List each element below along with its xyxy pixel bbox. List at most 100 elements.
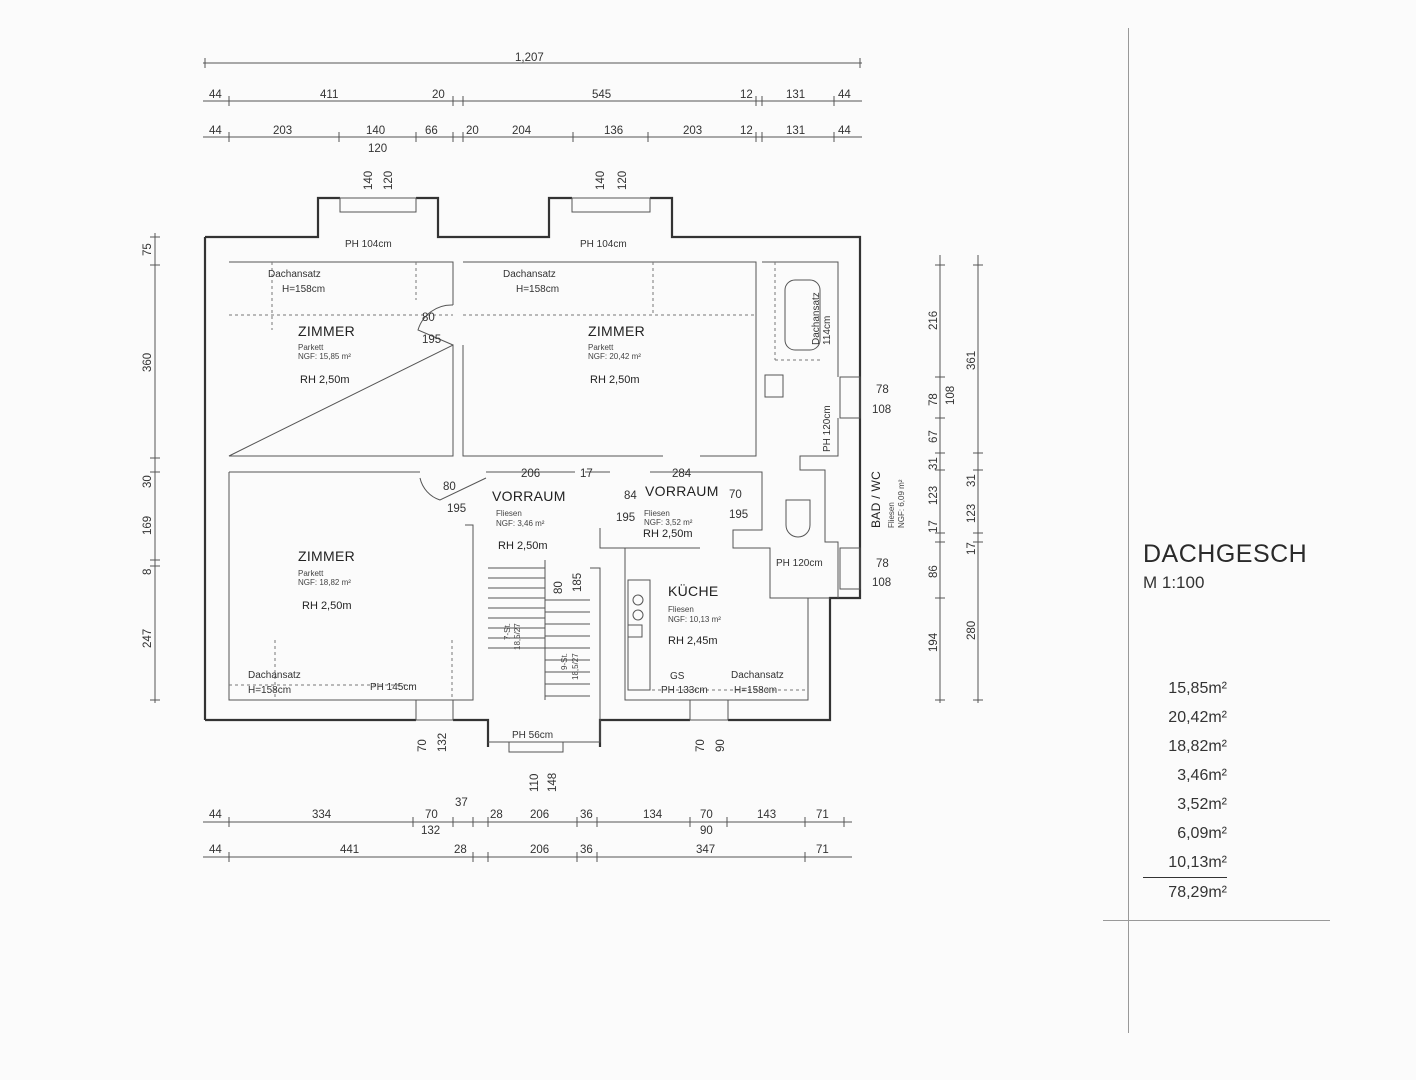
door-dim: 17 <box>580 468 593 480</box>
note-ph: PH 120cm <box>822 405 833 452</box>
dim-left: 30 <box>142 475 154 488</box>
room-area: NGF: 15,85 m² <box>298 352 351 361</box>
room-floor: Fliesen <box>644 509 670 518</box>
window-dim: 70 <box>417 739 429 752</box>
dim-top: 204 <box>512 125 532 137</box>
dim-bottom: 28 <box>454 844 467 856</box>
dim-right: 194 <box>928 632 940 652</box>
note-dachansatz: H=158cm <box>516 284 559 295</box>
room-name: VORRAUM <box>492 488 566 504</box>
dim-left: 169 <box>142 516 154 535</box>
door-dim: 70 <box>729 489 742 501</box>
note-dachansatz: Dachansatz <box>268 269 321 280</box>
door-dim: 80 <box>553 581 565 594</box>
note-ph: PH 133cm <box>661 685 708 696</box>
room-height: RH 2,50m <box>302 600 352 612</box>
window-dim: 148 <box>547 773 559 792</box>
room-floor: Fliesen <box>668 605 694 614</box>
area-item: 3,46m² <box>1177 767 1227 784</box>
note-ph: PH 120cm <box>776 558 823 569</box>
dim-bottom: 71 <box>816 844 829 856</box>
dim-bottom: 36 <box>580 844 593 856</box>
dim-top: 140 <box>366 125 385 137</box>
room-zimmer-1: ZIMMER Parkett NGF: 15,85 m² RH 2,50m <box>298 323 355 386</box>
dim-window-top: 120 <box>383 171 395 190</box>
door-dim: 195 <box>616 512 635 524</box>
room-height: RH 2,45m <box>668 635 718 647</box>
dim-bottom: 36 <box>580 809 593 821</box>
dim-right: 361 <box>966 351 978 370</box>
dim-right: 216 <box>928 311 940 330</box>
window-dim: 78 <box>876 384 889 396</box>
window-dim: 108 <box>872 577 891 589</box>
dim-right: 280 <box>966 621 978 640</box>
room-height: RH 2,50m <box>300 374 350 386</box>
room-vorraum-2: VORRAUM Fliesen NGF: 3,52 m² RH 2,50m <box>643 483 718 540</box>
dim-top: 203 <box>273 125 292 137</box>
dim-top: 12 <box>740 125 753 137</box>
door-dim: 206 <box>521 468 540 480</box>
window-dim: 78 <box>876 558 889 570</box>
floor-title: DACHGESCH <box>1143 540 1308 568</box>
note-dachansatz: Dachansatz <box>503 269 556 280</box>
stair-label: 18,5/27 <box>513 623 522 650</box>
dim-bottom: 441 <box>340 844 359 856</box>
dim-top: 136 <box>604 125 623 137</box>
dim-bottom: 206 <box>530 809 549 821</box>
note-ph: PH 145cm <box>370 682 417 693</box>
dim-top: 44 <box>209 89 222 101</box>
dim-top: 131 <box>786 125 805 137</box>
window-labels: 78 108 78 108 70 132 70 90 110 148 <box>417 384 891 792</box>
dim-right: 123 <box>928 486 940 505</box>
dim-bottom: 70 <box>700 809 713 821</box>
room-area: NGF: 10,13 m² <box>668 615 721 624</box>
dim-top: 44 <box>209 125 222 137</box>
door-dim: 284 <box>672 468 692 480</box>
dim-top: 20 <box>466 125 479 137</box>
room-area: NGF: 18,82 m² <box>298 578 351 587</box>
door-dim: 185 <box>572 573 584 592</box>
walls <box>203 196 862 753</box>
bottom-dimensions: 44 334 70 132 37 28 206 36 134 70 90 143… <box>203 797 852 862</box>
room-floor: Fliesen <box>496 509 522 518</box>
window-dim: 70 <box>695 739 707 752</box>
room-kueche: KÜCHE Fliesen NGF: 10,13 m² RH 2,45m <box>668 582 721 647</box>
room-vorraum-1: VORRAUM Fliesen NGF: 3,46 m² RH 2,50m <box>492 488 566 552</box>
note-ph: PH 56cm <box>512 730 553 741</box>
dim-top: 20 <box>432 89 445 101</box>
dim-bottom: 206 <box>530 844 549 856</box>
dim-bottom: 134 <box>643 809 663 821</box>
room-zimmer-3: ZIMMER Parkett NGF: 18,82 m² RH 2,50m <box>298 548 355 612</box>
room-area: NGF: 6,09 m² <box>897 479 906 528</box>
dim-top: 131 <box>786 89 805 101</box>
scale-label: M 1:100 <box>1143 573 1205 592</box>
stair-label: 7-St. <box>503 623 512 640</box>
stairs <box>488 560 590 700</box>
area-item: 6,09m² <box>1177 825 1227 842</box>
room-height: RH 2,50m <box>590 374 640 386</box>
dim-right: 17 <box>928 520 940 533</box>
window-dim: 110 <box>529 774 541 792</box>
dim-right: 108 <box>945 386 957 405</box>
room-area: NGF: 20,42 m² <box>588 352 641 361</box>
dim-top: 44 <box>838 125 851 137</box>
dim-bottom: 44 <box>209 809 222 821</box>
dim-left: 247 <box>142 629 154 648</box>
note-dachansatz: H=158cm <box>282 284 325 295</box>
room-name: ZIMMER <box>588 323 645 339</box>
window-dim: 90 <box>715 739 727 752</box>
room-height: RH 2,50m <box>498 540 548 552</box>
dim-bottom: 143 <box>757 809 776 821</box>
note-dachansatz: Dachansatz <box>731 670 784 681</box>
door-dim: 80 <box>422 312 435 324</box>
dim-window-top: 140 <box>595 171 607 190</box>
note-dachansatz: H=158cm <box>734 685 777 696</box>
title-block-vertical-rule <box>1128 28 1129 1033</box>
dim-bottom: 71 <box>816 809 829 821</box>
room-height: RH 2,50m <box>643 528 693 540</box>
room-area: NGF: 3,46 m² <box>496 519 545 528</box>
dim-left: 8 <box>142 569 154 575</box>
dim-top: 203 <box>683 125 702 137</box>
room-floor: Fliesen <box>887 502 896 528</box>
area-item: 18,82m² <box>1168 738 1227 755</box>
